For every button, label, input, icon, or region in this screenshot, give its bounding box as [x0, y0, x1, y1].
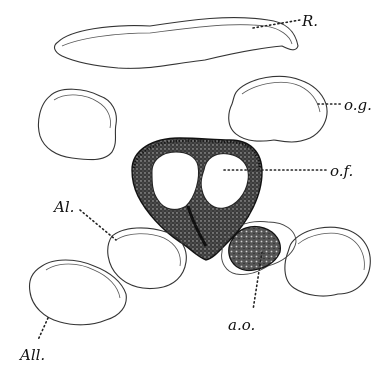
label-ao: a.o.	[228, 316, 255, 334]
structure-All	[30, 260, 127, 325]
label-of: o.f.	[330, 162, 353, 180]
leader-Al	[80, 210, 116, 240]
label-og: o.g.	[344, 96, 372, 114]
label-Al: Al.	[52, 198, 74, 216]
structure-og-right	[229, 76, 327, 142]
leader-All	[38, 318, 48, 340]
structure-right-lower	[285, 227, 370, 296]
label-All: All.	[18, 346, 45, 364]
structure-R	[55, 18, 298, 69]
label-R: R.	[301, 12, 318, 30]
structure-og-left	[38, 89, 116, 159]
